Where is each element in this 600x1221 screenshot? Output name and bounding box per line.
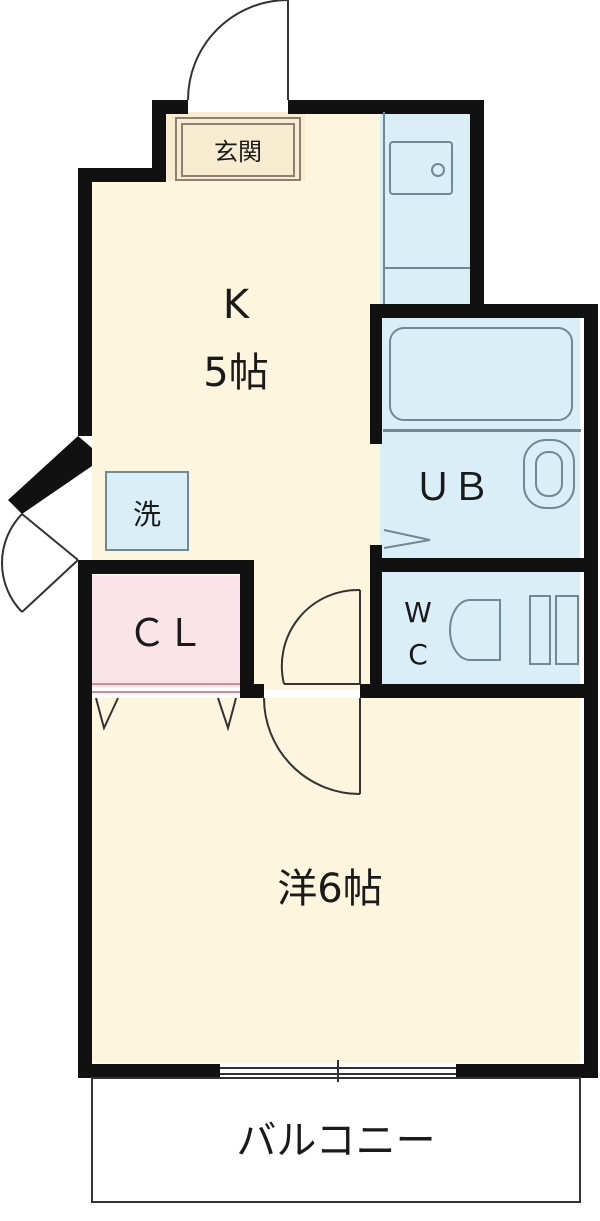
toilet-w-label: W	[404, 596, 432, 629]
closet-floor	[92, 575, 240, 687]
kitchen-counter	[380, 112, 470, 307]
washer-box	[105, 471, 189, 551]
bath-sink	[523, 439, 575, 509]
western-room-floor	[92, 698, 580, 1063]
floor-fills	[92, 112, 580, 1063]
bath-label: ＵＢ	[414, 465, 490, 509]
toilet-c-label: C	[408, 638, 428, 671]
bath-floor	[380, 318, 580, 558]
doors	[0, 0, 456, 1082]
laundry-label: 洗	[133, 498, 161, 531]
bathtub	[389, 327, 573, 421]
western-room-label: 洋6帖	[277, 866, 382, 912]
toilet-bowl	[449, 599, 501, 661]
toilet-floor	[380, 572, 580, 684]
kitchen-size-label: 5帖	[203, 350, 268, 396]
balcony-outline	[91, 1077, 581, 1203]
balcony-label: バルコニー	[236, 1118, 435, 1164]
walls	[8, 100, 598, 1078]
fixtures	[92, 112, 581, 732]
closet-label: ＣＬ	[128, 611, 204, 655]
kitchen-name-label: K	[223, 282, 251, 328]
entrance-label: 玄関	[214, 138, 262, 166]
sink	[389, 141, 453, 195]
